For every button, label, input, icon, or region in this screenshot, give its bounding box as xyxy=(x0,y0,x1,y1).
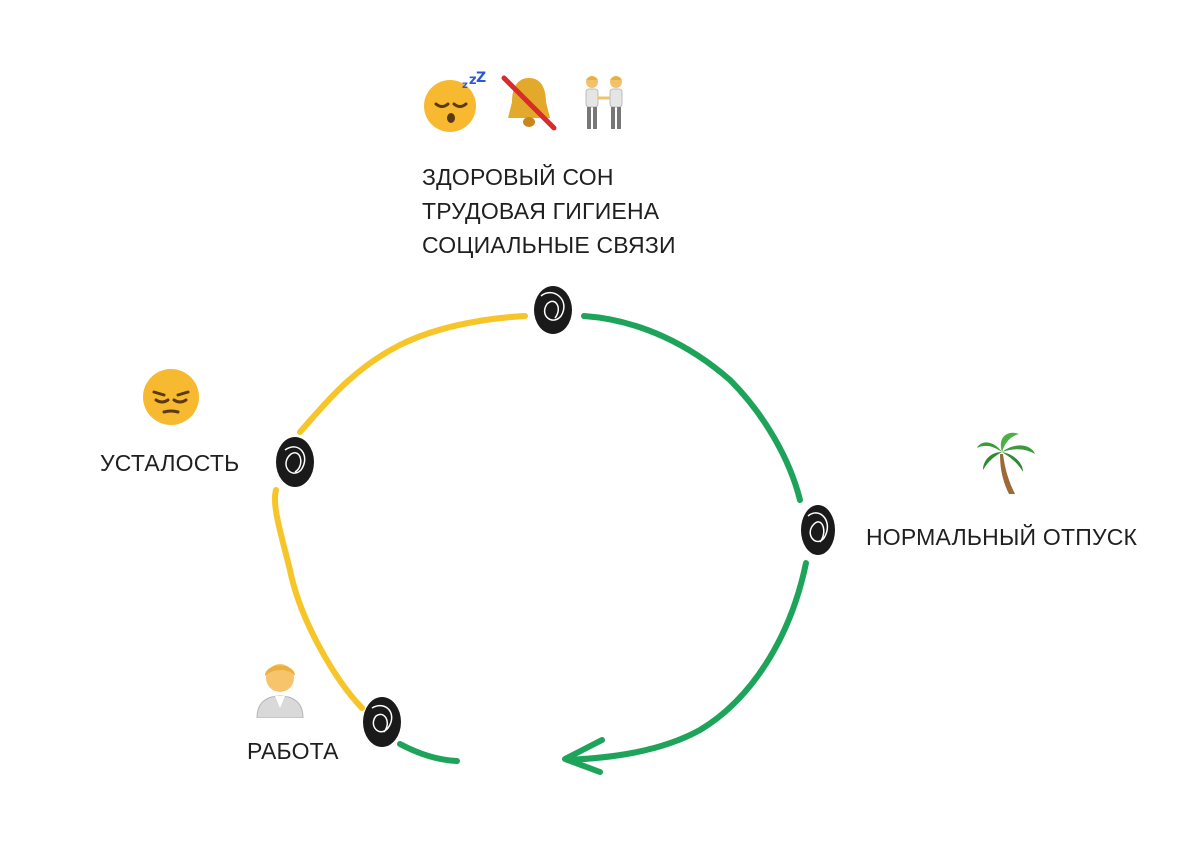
pensive-face-icon xyxy=(140,366,202,428)
svg-text:Z: Z xyxy=(476,70,486,86)
svg-text:z: z xyxy=(469,73,477,88)
node-vacation xyxy=(801,505,835,555)
green-arrowhead xyxy=(562,737,605,775)
work-label: РАБОТА xyxy=(247,738,339,764)
yellow-path-work-to-fatigue xyxy=(271,487,365,711)
top-stage-line-work-hygiene: ТРУДОВАЯ ГИГИЕНА xyxy=(422,198,660,224)
top-stage-line-healthy-sleep: ЗДОРОВЫЙ СОН xyxy=(422,164,614,190)
svg-text:z: z xyxy=(462,80,468,91)
vacation-label: НОРМАЛЬНЫЙ ОТПУСК xyxy=(866,524,1138,550)
no-bell-icon xyxy=(496,70,562,136)
node-work xyxy=(363,697,401,747)
top-stage-text: ЗДОРОВЫЙ СОН ТРУДОВАЯ ГИГИЕНА СОЦИАЛЬНЫЕ… xyxy=(422,160,676,262)
top-stage-icons: z z Z xyxy=(420,70,638,136)
top-stage-line-social-ties: СОЦИАЛЬНЫЕ СВЯЗИ xyxy=(422,232,676,258)
node-top xyxy=(534,286,572,334)
sleeping-face-icon: z z Z xyxy=(420,70,486,136)
green-path-top-to-vacation xyxy=(581,313,803,503)
green-path-vacation-to-work xyxy=(565,560,809,763)
green-path-work-tail xyxy=(397,741,460,764)
yellow-path-fatigue-to-top xyxy=(297,313,528,435)
node-fatigue xyxy=(276,437,314,487)
palm-tree-icon xyxy=(975,430,1037,496)
fatigue-label: УСТАЛОСТЬ xyxy=(100,450,240,476)
office-worker-icon xyxy=(253,656,307,718)
two-people-holding-hands-icon xyxy=(572,70,638,136)
